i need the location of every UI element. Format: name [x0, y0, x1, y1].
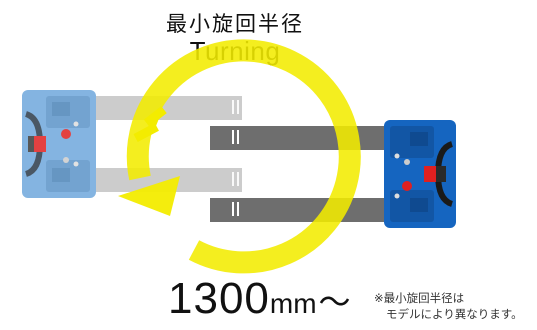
turning-radius-value: 1300 — [168, 274, 270, 323]
pallet-truck — [210, 120, 456, 228]
turning-arrowhead — [118, 176, 180, 216]
turning-radius-unit: mm — [269, 288, 317, 319]
ghost-red-button — [61, 129, 71, 139]
turning-arrow — [118, 39, 361, 274]
fork-upper — [210, 126, 388, 150]
footnote-line1: ※最小旋回半径は — [374, 291, 465, 305]
turning-radius: 1300mm〜 — [168, 274, 351, 324]
title-japanese: 最小旋回半径 — [166, 12, 304, 36]
footnote: ※最小旋回半径は モデルにより異なります。 — [374, 290, 523, 322]
fork-lower — [210, 198, 388, 222]
turning-radius-suffix: 〜 — [318, 284, 351, 320]
ghost-pallet-truck — [22, 90, 242, 198]
truck-red-button — [402, 181, 412, 191]
footnote-line2: モデルにより異なります。 — [386, 307, 523, 321]
